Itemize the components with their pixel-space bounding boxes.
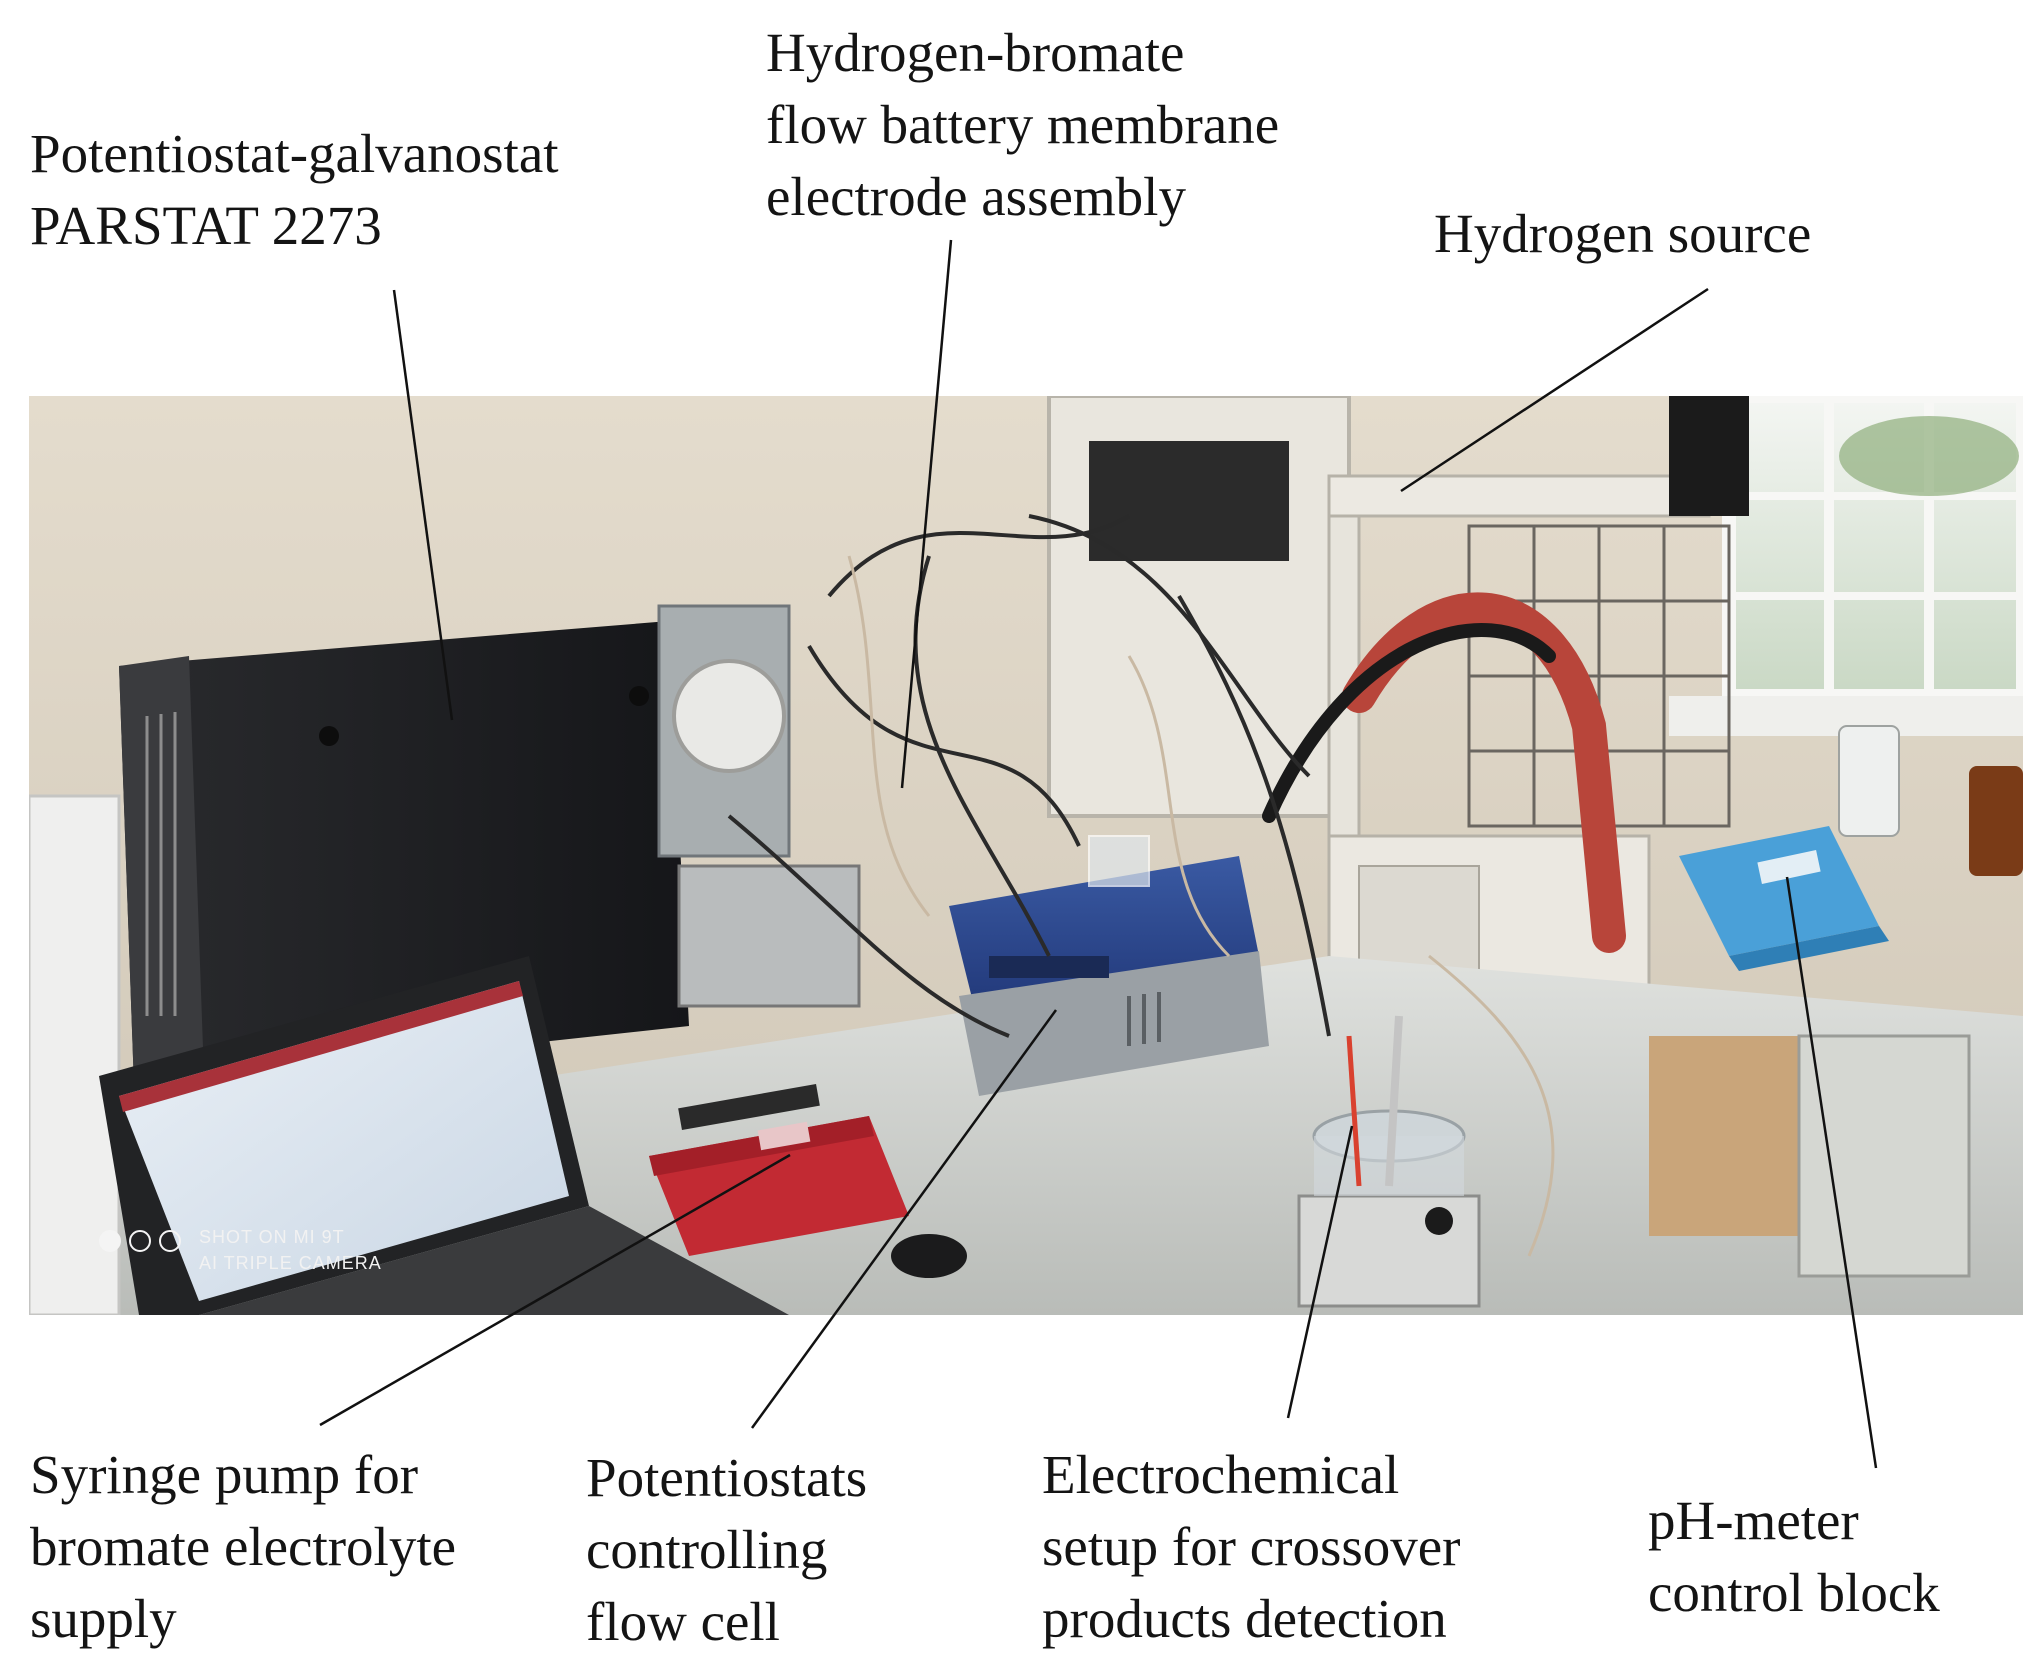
label-line: Syringe pump for (30, 1444, 419, 1505)
label-line: bromate electrolyte (30, 1516, 457, 1577)
label-hydrogen-source: Hydrogen source (1434, 198, 1811, 270)
label-line: electrode assembly (766, 166, 1186, 227)
label-potentiostats-flow-cell: Potentiostats controlling flow cell (586, 1442, 867, 1658)
watermark-text: SHOT ON MI 9T AI TRIPLE CAMERA (199, 1224, 382, 1276)
label-line: Hydrogen-bromate (766, 22, 1185, 83)
label-line: setup for crossover (1042, 1516, 1461, 1577)
label-line: controlling (586, 1519, 828, 1580)
cables (727, 514, 1331, 1038)
watermark-line: SHOT ON MI 9T (199, 1227, 345, 1247)
black-tube (1262, 623, 1556, 823)
parstat-instrument (119, 621, 689, 1086)
label-line: flow battery membrane (766, 94, 1280, 155)
label-line: Electrochemical (1042, 1444, 1400, 1505)
storage-box (1797, 1034, 1971, 1278)
white-cabinet (29, 794, 121, 1315)
watermark-dot (129, 1230, 151, 1252)
label-line: products detection (1042, 1588, 1447, 1649)
lab-photo: SHOT ON MI 9T AI TRIPLE CAMERA (29, 396, 2023, 1315)
brown-bottle (1969, 766, 2023, 876)
watermark-dot (159, 1230, 181, 1252)
label-line: Potentiostats (586, 1447, 868, 1508)
label-ph-meter: pH-meter control block (1648, 1485, 1940, 1629)
label-line: flow cell (586, 1591, 780, 1652)
label-line: pH-meter (1648, 1490, 1859, 1551)
lab-photo-illustration (29, 396, 2023, 1315)
ph-meter (1679, 826, 1889, 971)
label-line: PARSTAT 2273 (30, 195, 382, 256)
small-instrument (657, 604, 861, 1008)
leader-line-electrochemical-setup (1286, 1125, 1354, 1419)
label-line: supply (30, 1588, 177, 1649)
label-line: Potentiostat-galvanostat (30, 123, 559, 184)
label-potentiostat-galvanostat: Potentiostat-galvanostat PARSTAT 2273 (30, 118, 559, 262)
leader-line-membrane-electrode-assembly (900, 239, 953, 789)
label-line: Hydrogen source (1434, 203, 1812, 264)
blue-potentiostats (949, 835, 1269, 1096)
leader-line-potentiostats-flow-cell (750, 1009, 1058, 1429)
watermark-line: AI TRIPLE CAMERA (199, 1253, 382, 1273)
label-syringe-pump: Syringe pump for bromate electrolyte sup… (30, 1439, 456, 1655)
electrochemical-cell (1297, 1015, 1481, 1308)
light-cables (847, 555, 1555, 1257)
laptop (99, 956, 789, 1315)
syringe-pump (649, 1084, 909, 1256)
watermark-dot (99, 1230, 121, 1252)
plastic-bottle (1838, 725, 1900, 837)
cardboard-box (1649, 1036, 1799, 1236)
leader-line-potentiostat-galvanostat (392, 289, 454, 721)
leader-line-syringe-pump (319, 1153, 791, 1427)
computer-mouse (891, 1234, 967, 1278)
leader-line-hydrogen-source (1400, 287, 1709, 493)
leader-line-ph-meter (1785, 876, 1878, 1469)
label-line: control block (1648, 1562, 1940, 1623)
label-membrane-electrode-assembly: Hydrogen-bromate flow battery membrane e… (766, 17, 1279, 233)
label-electrochemical-setup: Electrochemical setup for crossover prod… (1042, 1439, 1461, 1655)
